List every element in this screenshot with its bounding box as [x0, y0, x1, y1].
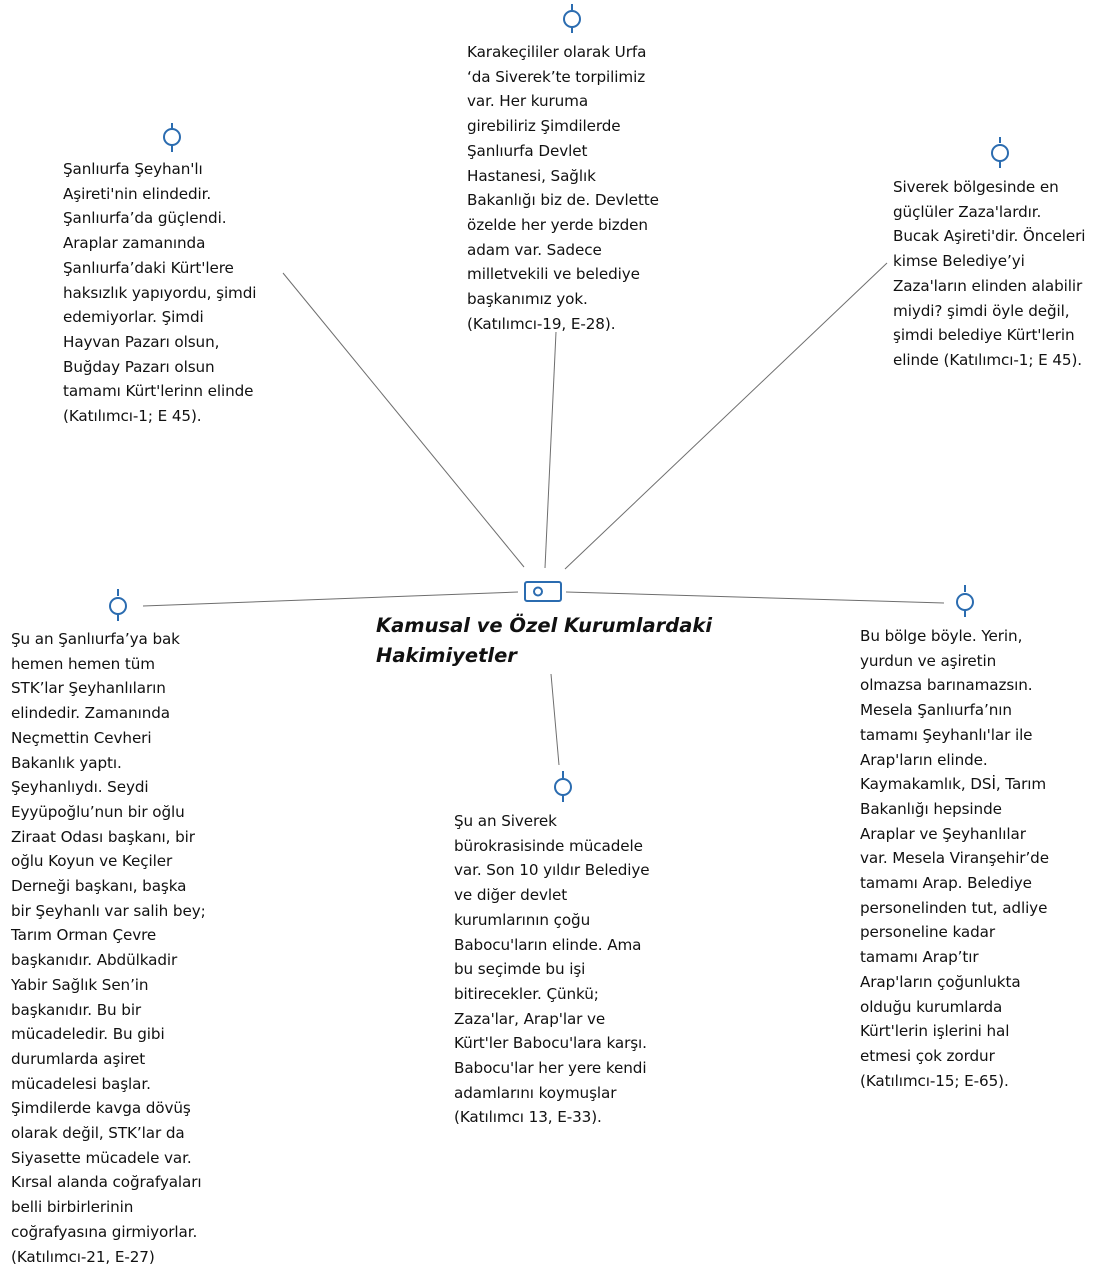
- center-title-line2: Hakimiyetler: [376, 644, 517, 667]
- quotation-icon: [109, 589, 127, 621]
- quote-middle-left: Şu an Şanlıurfa’ya bak hemen hemen tüm S…: [11, 630, 206, 1266]
- connector-line: [550, 673, 560, 766]
- center-node-title: Kamusal ve Özel Kurumlardaki Hakimiyetle…: [376, 611, 736, 671]
- center-title-line1: Kamusal ve Özel Kurumlardaki: [376, 614, 713, 637]
- quote-top-right: Siverek bölgesinde en güçlüler Zaza'lard…: [893, 178, 1086, 369]
- quote-top-center: Karakeçililer olarak Urfa ‘da Siverek’te…: [467, 43, 659, 333]
- quote-middle-right: Bu bölge böyle. Yerin, yurdun ve aşireti…: [860, 627, 1049, 1090]
- connector-line: [142, 591, 519, 607]
- connector-line: [282, 272, 525, 568]
- quotation-icon: [163, 123, 181, 152]
- connector-line: [544, 331, 557, 569]
- connector-line: [564, 262, 888, 570]
- quotation-icon: [554, 771, 572, 802]
- quotation-icon: [956, 585, 974, 617]
- connector-line: [565, 591, 945, 604]
- quote-top-left: Şanlıurfa Şeyhan'lı Aşireti'nin elindedi…: [63, 160, 257, 426]
- quotation-icon: [563, 4, 581, 33]
- quotation-icon: [991, 137, 1009, 168]
- connectors: [142, 262, 945, 766]
- quote-bottom-center: Şu an Siverek bürokrasisinde mücadele va…: [454, 812, 650, 1127]
- code-tag-icon: [524, 581, 562, 602]
